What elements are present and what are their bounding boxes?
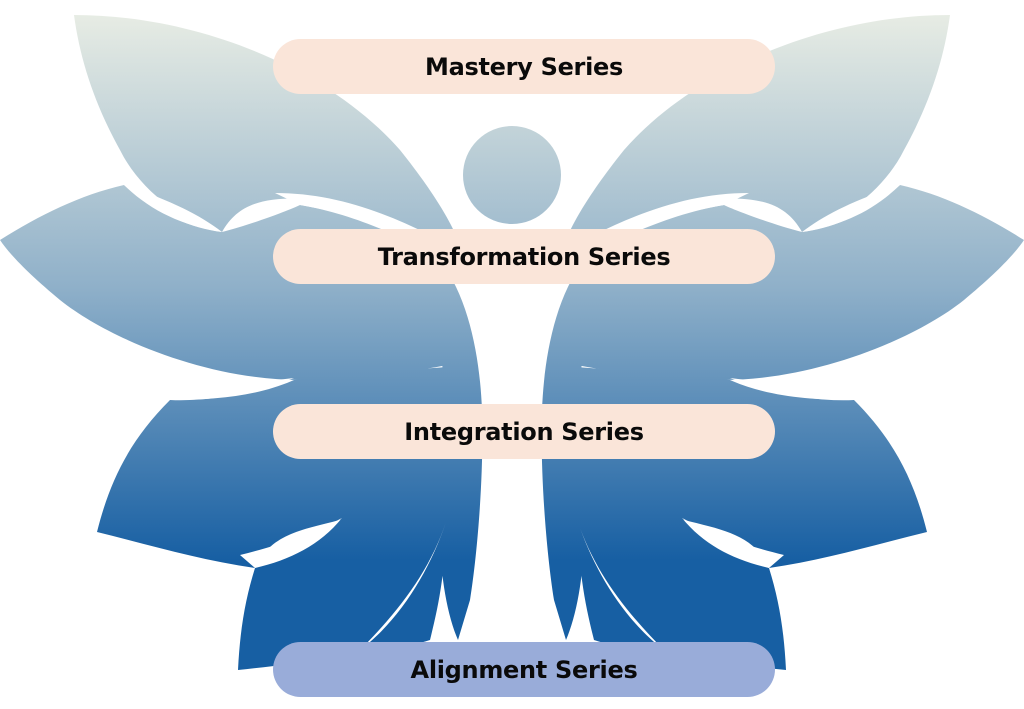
- slit-left-4: [240, 518, 342, 568]
- wing-upper-left-top: [74, 15, 462, 250]
- slit-right-3: [730, 370, 904, 401]
- figure-head: [463, 126, 561, 224]
- level-label: Alignment Series: [410, 655, 638, 684]
- wing-upper-right-top: [562, 15, 950, 250]
- level-label: Mastery Series: [425, 52, 623, 81]
- wing-lower-left: [238, 490, 447, 670]
- level-alignment-series: Alignment Series: [273, 642, 775, 697]
- wing-lower-right: [577, 490, 786, 670]
- level-mastery-series: Mastery Series: [273, 39, 775, 94]
- level-label: Integration Series: [404, 417, 644, 446]
- slit-right-4: [682, 518, 784, 568]
- level-transformation-series: Transformation Series: [273, 229, 775, 284]
- level-label: Transformation Series: [377, 242, 671, 271]
- slit-left-1: [124, 185, 222, 232]
- slit-left-2: [275, 193, 430, 235]
- level-integration-series: Integration Series: [273, 404, 775, 459]
- slit-left-3: [120, 370, 294, 401]
- slit-right-2: [594, 193, 749, 235]
- slit-right-1: [802, 185, 900, 232]
